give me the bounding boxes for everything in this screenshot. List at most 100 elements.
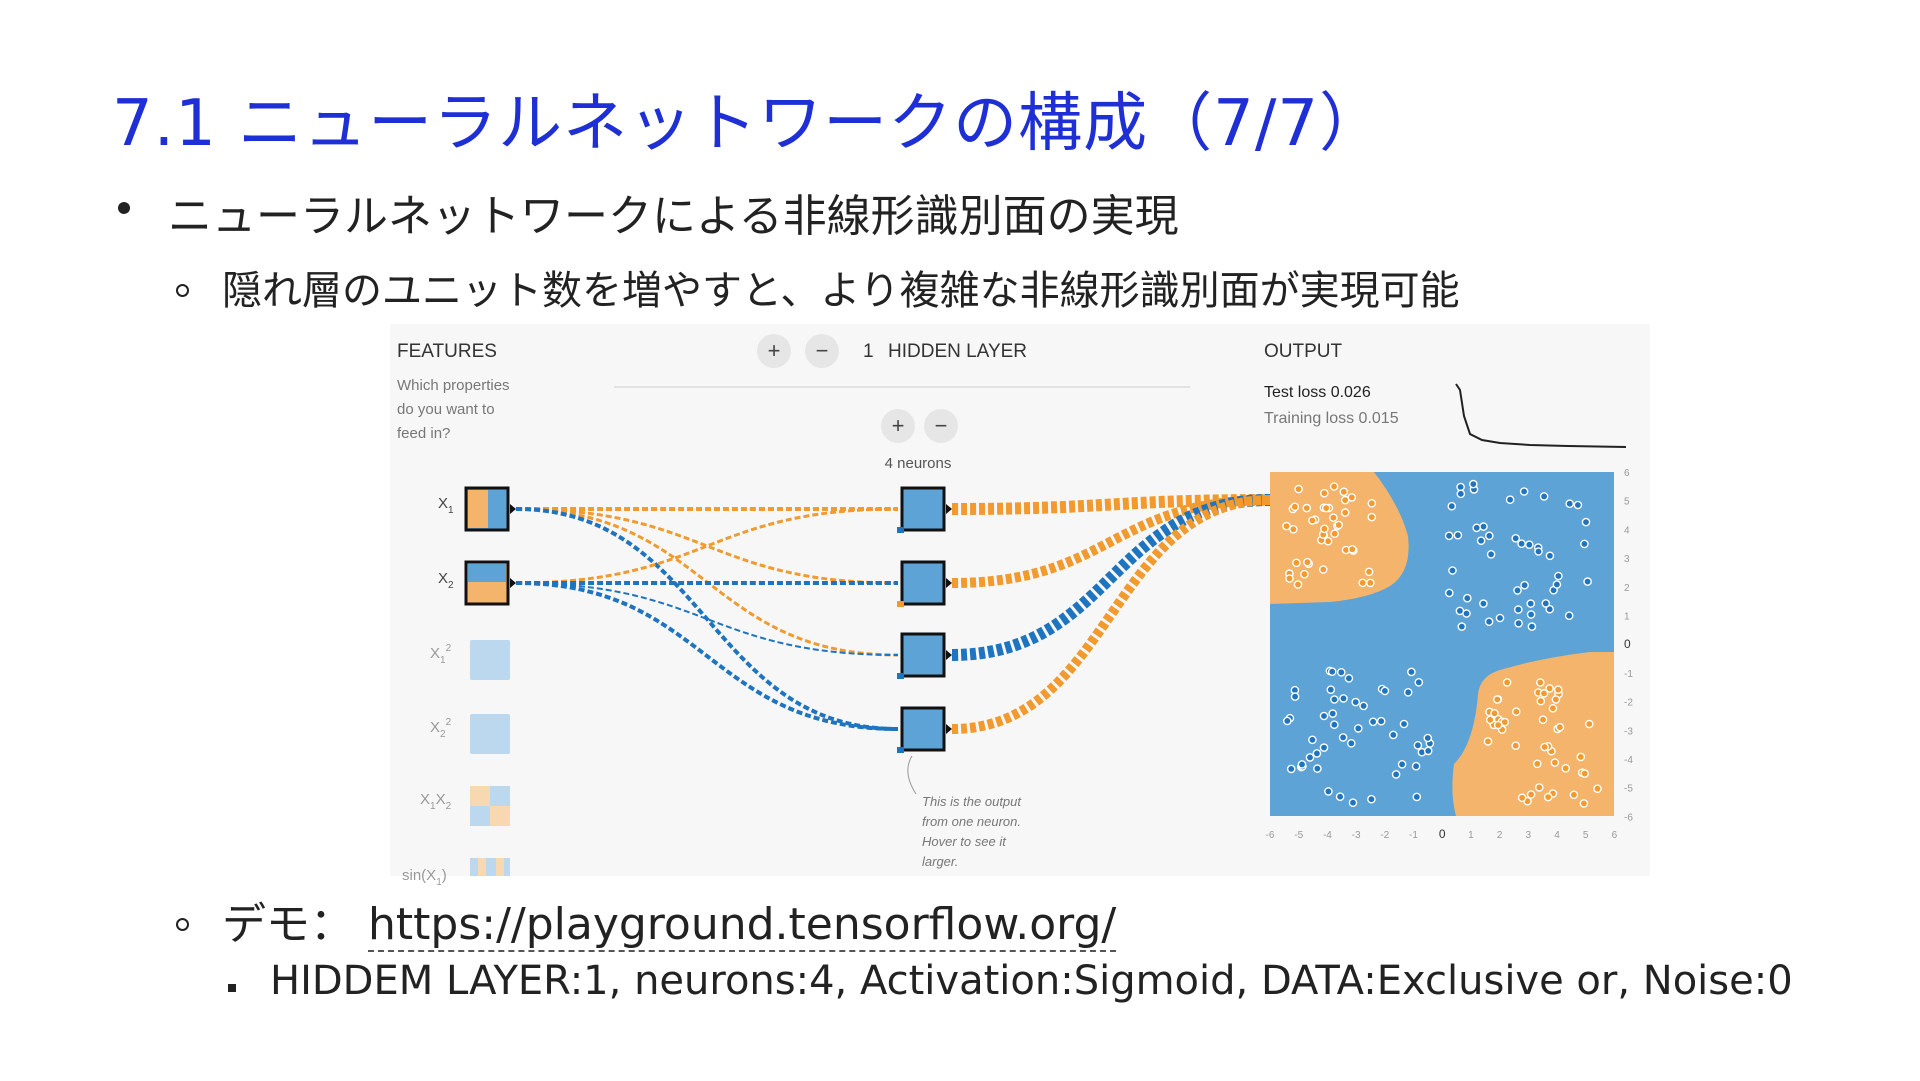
link-x2-h4: [515, 581, 899, 731]
data-point: [1447, 501, 1457, 511]
data-point: [1538, 715, 1548, 725]
data-point: [1526, 790, 1536, 799]
data-point: [1565, 499, 1574, 508]
data-point: [1283, 716, 1292, 726]
y-tick-label: 0: [1624, 637, 1631, 651]
data-point: [1483, 737, 1493, 746]
x-tick-label: 3: [1526, 830, 1532, 841]
data-point: [1580, 539, 1589, 549]
data-point: [1320, 524, 1329, 534]
hidden-neuron-3[interactable]: [897, 632, 952, 679]
data-point: [1290, 692, 1300, 701]
data-point: [1351, 697, 1361, 707]
data-point: [1552, 580, 1562, 589]
y-tick-label: 5: [1624, 497, 1630, 508]
bullet-text: 隠れ層のユニット数を増やすと、より複雑な非線形識別面が実現可能: [222, 268, 1460, 314]
data-point: [1339, 487, 1349, 497]
data-point: [1407, 667, 1416, 677]
data-point: [1414, 677, 1424, 687]
data-point: [1286, 764, 1296, 774]
data-point: [1367, 794, 1376, 804]
hover-note-line: from one neuron.: [922, 814, 1021, 829]
data-point: [1457, 622, 1467, 631]
demo-label: デモ：: [222, 899, 354, 950]
data-point: [1511, 741, 1520, 751]
data-point: [1476, 536, 1486, 545]
x-tick-label: 0: [1439, 827, 1446, 841]
features-title: FEATURES: [397, 341, 497, 362]
data-point: [1486, 549, 1496, 559]
data-point: [1453, 530, 1463, 540]
hidden-neuron-2[interactable]: [897, 560, 952, 607]
y-tick-label: -4: [1624, 755, 1633, 766]
data-point: [1495, 613, 1505, 623]
remove-layer-button[interactable]: −: [805, 334, 839, 368]
data-point: [1344, 673, 1354, 683]
add-layer-button[interactable]: +: [757, 334, 791, 368]
y-tick-label: -3: [1624, 726, 1633, 737]
data-point: [1490, 708, 1499, 718]
data-point: [1569, 790, 1579, 800]
data-point: [1548, 703, 1558, 713]
demo-link[interactable]: https://playground.tensorflow.org/: [368, 899, 1117, 952]
data-point: [1564, 611, 1574, 621]
network-connections: [515, 494, 1271, 734]
data-point: [1551, 695, 1561, 704]
data-point: [1526, 610, 1536, 619]
data-point: [1583, 577, 1592, 586]
data-point: [1472, 523, 1481, 533]
data-point: [1297, 760, 1307, 769]
hidden-neuron-4[interactable]: [897, 706, 952, 753]
data-point: [1539, 492, 1549, 501]
output-title: OUTPUT: [1264, 341, 1343, 362]
output-heatmap[interactable]: [1270, 472, 1614, 816]
data-point: [1550, 758, 1560, 767]
data-point: [1444, 531, 1454, 541]
remove-neuron-button[interactable]: −: [924, 409, 958, 443]
input-x1[interactable]: X1: [438, 486, 516, 532]
data-point: [1324, 787, 1333, 796]
input-x1x2[interactable]: X1X2: [420, 786, 510, 826]
data-point: [1367, 498, 1377, 508]
data-point: [1463, 593, 1472, 603]
y-tick-label: -5: [1624, 784, 1633, 795]
data-point: [1593, 784, 1602, 794]
y-tick-label: -1: [1624, 669, 1633, 680]
minus-icon: −: [935, 413, 948, 438]
features-desc-line: feed in?: [397, 425, 450, 442]
data-point: [1479, 522, 1488, 531]
test-loss: Test loss 0.026: [1264, 384, 1371, 401]
data-point: [1484, 617, 1494, 627]
hidden-neuron-1[interactable]: [897, 486, 952, 533]
data-point: [1514, 618, 1523, 628]
data-point: [1579, 799, 1589, 808]
data-point: [1330, 695, 1339, 704]
input-sin-x1[interactable]: sin(X1): [402, 858, 510, 888]
data-point: [1303, 557, 1312, 567]
data-point: [1500, 717, 1510, 727]
data-point: [1397, 759, 1407, 769]
features-desc-line: do you want to: [397, 401, 495, 418]
settings-text: HIDDEM LAYER:1, neurons:4, Activation:Si…: [270, 958, 1793, 1004]
data-point: [1512, 707, 1521, 717]
x-tick-label: 6: [1612, 830, 1618, 841]
data-point: [1391, 770, 1401, 779]
data-point: [1581, 517, 1591, 527]
add-neuron-button[interactable]: +: [881, 409, 915, 443]
data-points: [1282, 479, 1602, 808]
input-x1-squared[interactable]: X12: [430, 640, 510, 680]
data-point: [1329, 513, 1338, 522]
data-point: [1545, 551, 1555, 561]
x-tick-label: 1: [1468, 830, 1474, 841]
data-point: [1525, 540, 1534, 549]
data-point: [1485, 531, 1494, 541]
loss-curve: [1455, 383, 1627, 448]
input-x2[interactable]: X2: [438, 560, 516, 606]
link-x2-h3: [515, 582, 899, 656]
data-point: [1456, 489, 1466, 499]
data-point: [1519, 487, 1529, 496]
bullet-circle: [176, 284, 189, 297]
data-point: [1502, 678, 1512, 687]
x-tick-label: -6: [1266, 830, 1275, 841]
data-point: [1479, 599, 1488, 608]
